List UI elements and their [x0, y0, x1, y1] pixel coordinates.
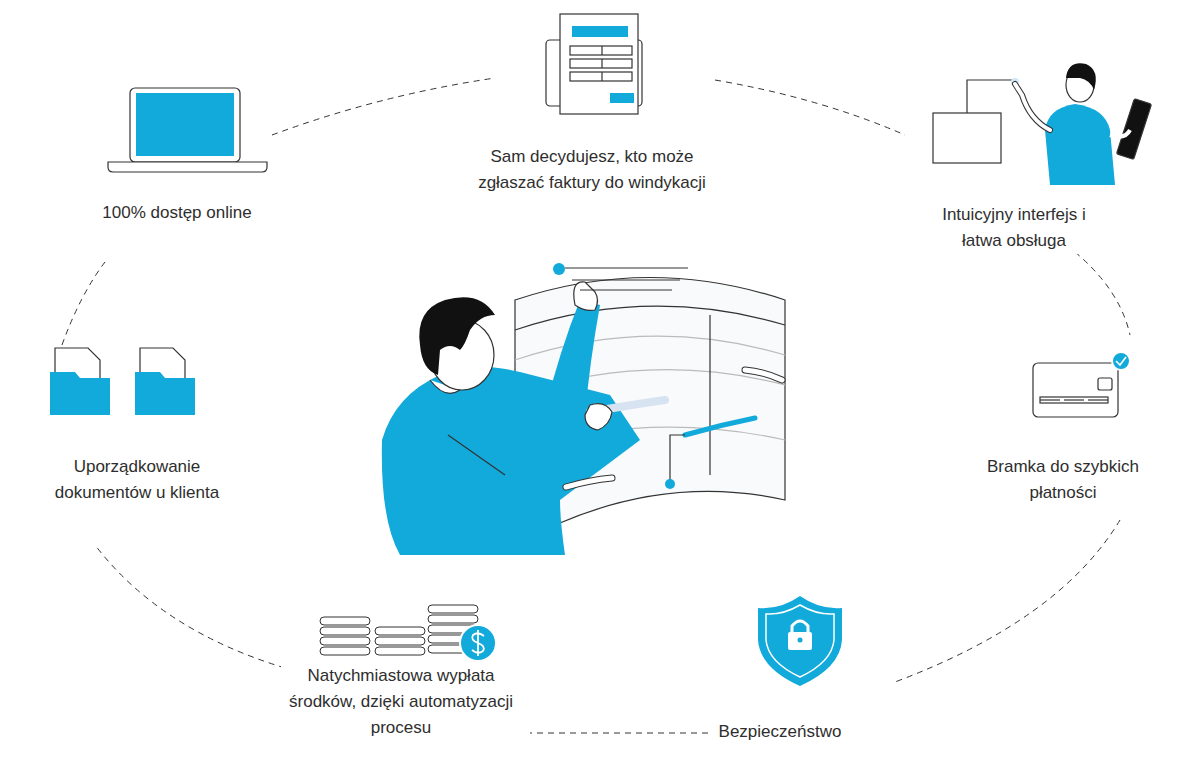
laptop-icon [108, 88, 267, 172]
feature-label: 100% dostęp online [99, 200, 254, 226]
feature-label: Uporządkowanie dokumentów u klienta [32, 454, 242, 506]
feature-label: Bramka do szybkich płatności [983, 454, 1143, 506]
invoice-icon [546, 14, 642, 114]
feature-label: Bezpieczeństwo [716, 719, 845, 745]
central-figure [382, 263, 785, 555]
folders-icon [50, 348, 195, 415]
dashed-ring [62, 78, 1130, 733]
feature-label: Sam decydujesz, kto może zgłaszać faktur… [472, 144, 712, 196]
feature-label: Natychmiastowa wypłata środków, dzięki a… [281, 663, 521, 741]
person-tablet-icon [933, 63, 1152, 185]
card-icon [1033, 352, 1130, 417]
shield-icon [758, 596, 842, 686]
feature-label: Intuicyjny interfejs i łatwa obsługa [924, 202, 1104, 254]
coins-icon [320, 605, 496, 661]
